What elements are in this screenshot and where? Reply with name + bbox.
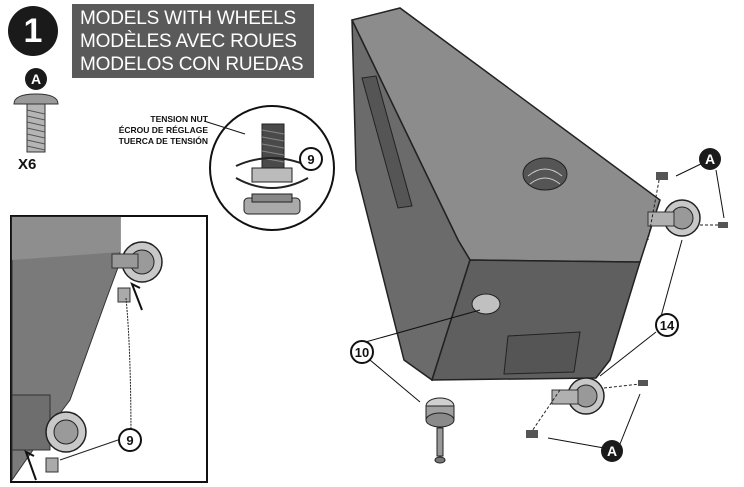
grill-cabinet bbox=[350, 7, 661, 382]
bolt-icon bbox=[13, 93, 59, 153]
tension-nut-detail bbox=[203, 105, 335, 231]
leg-cap-part bbox=[361, 309, 481, 464]
title-line-fr: MODÈLES AVEC ROUES bbox=[80, 31, 297, 52]
callout-9-inset: 9 bbox=[118, 428, 142, 452]
tension-nut-label-es: TUERCA DE TENSIÓN bbox=[118, 136, 208, 146]
callout-10-leg-cap: 10 bbox=[350, 340, 374, 364]
callout-9-detail: 9 bbox=[299, 147, 323, 171]
tension-nut-label-fr: ÉCROU DE RÉGLAGE bbox=[118, 125, 208, 135]
leader-line bbox=[659, 239, 683, 321]
leader-line bbox=[599, 331, 657, 377]
title-panel: MODELS WITH WHEELS MODÈLES AVEC ROUES MO… bbox=[72, 4, 314, 78]
callout-14-wheel: 14 bbox=[655, 313, 679, 337]
hardware-part-badge: A bbox=[25, 68, 47, 90]
callout-a-top: A bbox=[699, 148, 721, 170]
wheel-top bbox=[647, 161, 728, 241]
step-number-badge: 1 bbox=[8, 6, 58, 56]
hardware-quantity: X6 bbox=[18, 156, 37, 173]
title-line-en: MODELS WITH WHEELS bbox=[80, 8, 296, 29]
callout-a-bottom: A bbox=[601, 440, 623, 462]
tension-nut-label-en: TENSION NUT bbox=[150, 114, 208, 124]
wheel-bottom bbox=[526, 377, 648, 449]
inset-cabinet bbox=[11, 216, 163, 482]
tension-nut-label: TENSION NUT ÉCROU DE RÉGLAGE TUERCA DE T… bbox=[98, 114, 208, 147]
title-line-es: MODELOS CON RUEDAS bbox=[80, 54, 304, 75]
